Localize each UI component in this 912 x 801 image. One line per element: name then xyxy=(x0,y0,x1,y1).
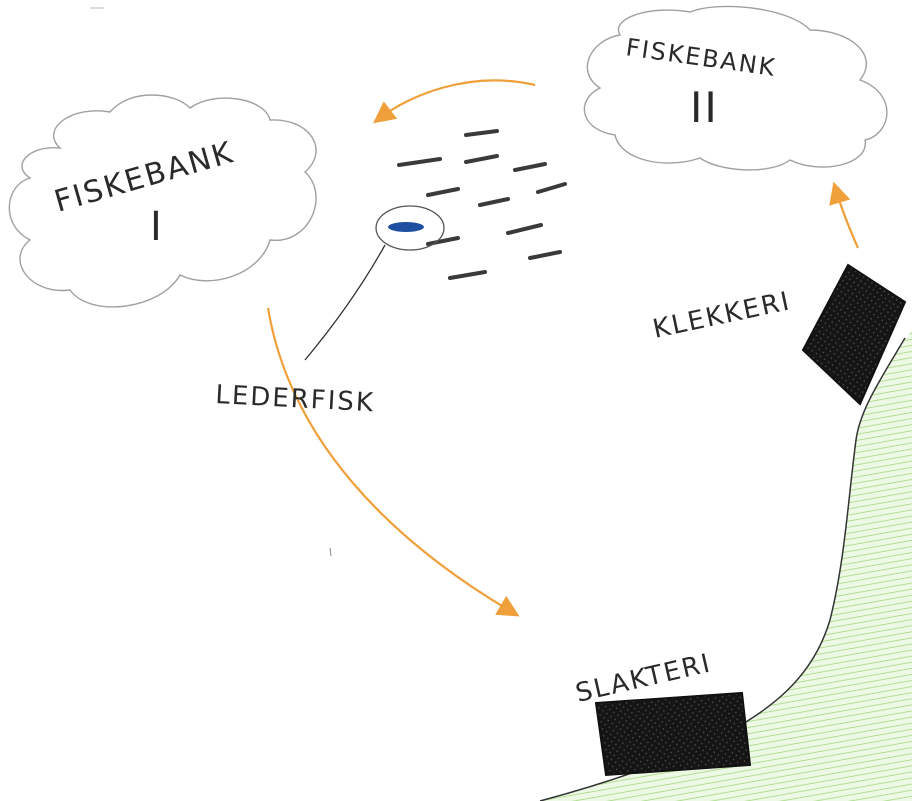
arrow-bank2-to-bank1 xyxy=(380,80,535,118)
leader-fish-pointer xyxy=(305,245,385,360)
fishing-bank-2-numeral: II xyxy=(690,83,719,132)
fishing-bank-1-numeral: I xyxy=(150,204,164,250)
stray-mark xyxy=(330,548,331,556)
fish-school xyxy=(399,131,565,278)
arrow-hatchery-to-bank2 xyxy=(836,190,858,248)
arrow-bank1-to-slaughterhouse xyxy=(268,308,512,612)
fishing-bank-1-title: FISKEBANK xyxy=(51,135,238,220)
hatchery-label: KLEKKERI xyxy=(650,286,793,345)
leader-fish-label: LEDERFISK xyxy=(215,380,376,418)
leader-fish xyxy=(376,206,444,250)
fishing-bank-2-cloud xyxy=(584,6,887,170)
fishing-bank-2-title: FISKEBANK xyxy=(624,33,778,82)
slaughterhouse-building xyxy=(596,693,750,775)
